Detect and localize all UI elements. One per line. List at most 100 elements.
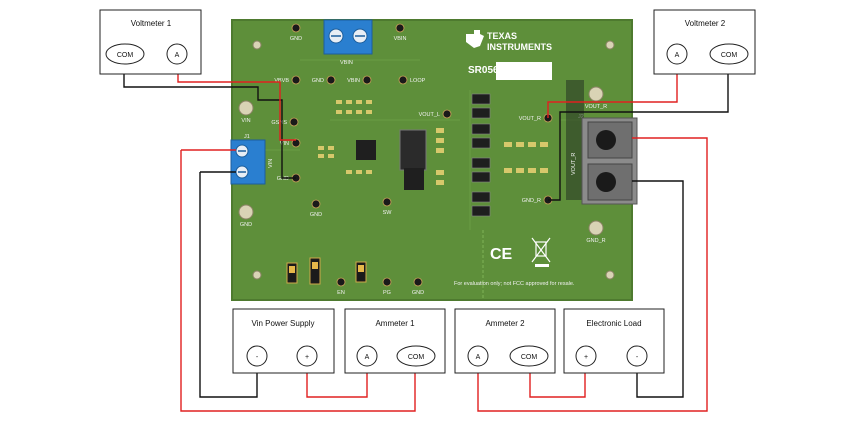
testpoint-label: GND_R xyxy=(586,238,605,244)
ammeter-2-com-terminal[interactable] xyxy=(509,345,549,367)
testpoint-label: VIN xyxy=(280,141,289,147)
testpoint-tp3[interactable]: GND xyxy=(238,204,254,228)
testpoint-label: PG xyxy=(383,290,391,296)
testpoint-label: GND xyxy=(312,78,324,84)
vout-neg-wire xyxy=(632,180,684,398)
testpoint-label: GND xyxy=(277,176,289,182)
vin-pos-loop-wire xyxy=(180,150,416,412)
testpoint-tp18[interactable]: GSNS xyxy=(271,117,299,127)
vm1-a-wire xyxy=(177,73,296,141)
ammeter-1-com-label: COM xyxy=(408,354,425,361)
ammeter-2-title: Ammeter 2 xyxy=(485,319,525,328)
ammeter-1: Ammeter 1 A COM xyxy=(344,308,446,374)
eload-title: Electronic Load xyxy=(586,319,641,328)
brand-line2: INSTRUMENTS xyxy=(487,42,552,52)
testpoint-label: VOUT_R xyxy=(519,116,541,122)
voltmeter-1-com-label: COM xyxy=(117,52,134,59)
voltmeter-2-a-label: A xyxy=(675,52,680,59)
electronic-load: Electronic Load + - xyxy=(563,308,665,374)
ammeter-1-a-terminal[interactable] xyxy=(356,345,378,367)
j1-label: J1 xyxy=(244,134,250,140)
inductor-l1 xyxy=(399,129,427,171)
testpoint-tp16[interactable]: GND xyxy=(312,75,336,85)
ammeter-2: Ammeter 2 A COM xyxy=(454,308,556,374)
eload-pos-label: + xyxy=(584,354,588,361)
testpoint-tp1[interactable]: VIN xyxy=(238,100,254,124)
voltmeter-1-a-terminal[interactable] xyxy=(166,43,188,65)
vm2-a-wire xyxy=(547,73,678,118)
ammeter-2-a-label: A xyxy=(476,354,481,361)
testpoint-tp6[interactable]: GND xyxy=(290,23,302,42)
vout-connector-label: VOUT_R xyxy=(571,153,577,175)
ammeter-2-a-terminal[interactable] xyxy=(467,345,489,367)
testpoint-label: VOUT_R xyxy=(585,104,607,110)
testpoint-label: GND xyxy=(240,222,252,228)
weee-bin-icon xyxy=(531,237,551,267)
testpoint-tp21[interactable]: GND xyxy=(310,199,322,218)
testpoint-label: VBIN xyxy=(394,36,407,42)
vbin-connector-label: VBIN xyxy=(340,60,353,66)
voltmeter-2: Voltmeter 2 A COM xyxy=(653,9,756,75)
testpoint-tp5[interactable]: PG xyxy=(382,277,392,296)
testpoint-tp13[interactable]: EN xyxy=(336,277,346,296)
testpoint-tp7[interactable]: VIN xyxy=(280,138,301,148)
ammeter2-to-load-wire xyxy=(529,371,586,398)
testpoint-label: VBIN xyxy=(347,78,360,84)
testpoint-tp17[interactable]: GND xyxy=(412,277,424,296)
voltmeter-2-com-terminal[interactable] xyxy=(709,43,749,65)
testpoint-label: VOUT_L xyxy=(419,112,440,118)
ammeter-1-title: Ammeter 1 xyxy=(375,319,415,328)
testpoint-tp14[interactable]: LOOP xyxy=(398,75,426,85)
testpoint-label: GND xyxy=(290,36,302,42)
voltmeter-2-title: Voltmeter 2 xyxy=(685,19,726,28)
inductor-l2 xyxy=(404,168,424,190)
controller-ic xyxy=(356,140,376,160)
vin-connector-label: VIN xyxy=(268,159,274,168)
testpoint-label: LOOP xyxy=(410,78,426,84)
vin-power-supply: Vin Power Supply - + xyxy=(232,308,335,374)
vin-supply-pos-terminal[interactable] xyxy=(296,345,318,367)
jumper-jp2[interactable] xyxy=(286,262,298,284)
board-footnote: For evaluation only; not FCC approved fo… xyxy=(454,281,575,287)
vin-supply-neg-label: - xyxy=(256,354,259,361)
jumper-jp1[interactable] xyxy=(309,257,321,285)
ammeter-1-a-label: A xyxy=(365,354,370,361)
ammeter-1-com-terminal[interactable] xyxy=(396,345,436,367)
testpoint-tp20[interactable]: SW xyxy=(383,197,393,216)
vin-supply-pos-label: + xyxy=(305,354,309,361)
testpoint-label: GND xyxy=(412,290,424,296)
vout-terminal-block[interactable] xyxy=(581,117,638,205)
board-name: SR056A xyxy=(468,65,506,76)
jumper-jp3[interactable] xyxy=(355,261,367,283)
supply-pos-to-ammeter-wire xyxy=(306,371,368,398)
eload-neg-label: - xyxy=(636,354,639,361)
brand-line1: TEXAS xyxy=(487,31,517,41)
testpoint-tp2[interactable]: VOUT_R xyxy=(585,86,607,110)
voltmeter-1-title: Voltmeter 1 xyxy=(131,19,172,28)
testpoints: GND VBIN VBVB GND VBIN LOOP VIN GSNS VIN GND GND GN… xyxy=(238,23,607,296)
eload-pos-terminal[interactable] xyxy=(575,345,597,367)
vbin-terminal-block[interactable] xyxy=(323,19,373,55)
testpoint-tp12[interactable]: VBVB xyxy=(274,75,301,85)
vin-terminal-block[interactable] xyxy=(230,139,266,185)
vm1-com-wire xyxy=(123,73,296,179)
voltmeter-1-a-label: A xyxy=(175,52,180,59)
eload-neg-terminal[interactable] xyxy=(626,345,648,367)
testpoint-tp15[interactable]: VOUT_L xyxy=(419,109,452,119)
testpoint-tp10[interactable]: VBIN xyxy=(347,75,372,85)
ce-mark: CE xyxy=(490,246,513,263)
vin-supply-title: Vin Power Supply xyxy=(252,319,315,328)
ti-logo-icon xyxy=(466,30,484,48)
testpoint-tp11[interactable]: VOUT_R xyxy=(519,113,553,123)
testpoint-tp8[interactable]: VBIN xyxy=(394,23,407,42)
testpoint-tp19[interactable]: GND_R xyxy=(522,195,553,205)
testpoint-tp4[interactable]: GND_R xyxy=(586,220,606,244)
ammeter-2-com-label: COM xyxy=(521,354,538,361)
voltmeter-2-a-terminal[interactable] xyxy=(666,43,688,65)
vout-pos-wire xyxy=(477,137,708,412)
voltmeter-1: Voltmeter 1 COM A xyxy=(99,9,202,75)
vin-supply-neg-terminal[interactable] xyxy=(246,345,268,367)
voltmeter-1-com-terminal[interactable] xyxy=(105,43,145,65)
testpoint-label: SW xyxy=(383,210,393,216)
